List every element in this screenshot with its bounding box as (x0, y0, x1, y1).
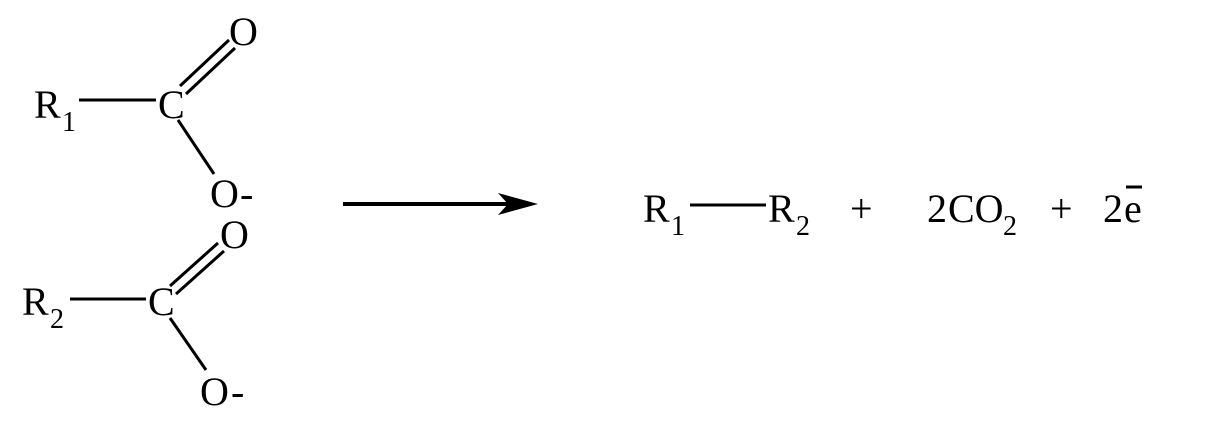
reactant-1-c-o-single-bond (176, 119, 216, 175)
reactant-1-double-bond-b (184, 46, 237, 96)
reactant-1-carbonyl-oxygen: O (229, 9, 258, 54)
reactant-1-carbon: C (158, 82, 185, 127)
co2-subscript: 2 (1003, 211, 1017, 242)
product-r1-subscript: 1 (671, 211, 685, 242)
co2-coefficient: 2 (927, 186, 947, 231)
reactant-2-r-subscript: 2 (50, 304, 64, 335)
product-r2-subscript: 2 (796, 211, 810, 242)
reactant-2-carbonyl-oxygen: O (220, 212, 249, 257)
reactant-1-carboxylate-oxygen: O (210, 171, 239, 216)
plus-sign-1: + (850, 186, 873, 231)
reactant-1-double-bond-a (178, 38, 231, 88)
reactant-1-r-group: R (34, 82, 61, 127)
reactant-2-c-o-single-bond (168, 317, 208, 371)
reactant-1-r-subscript: 1 (62, 107, 76, 138)
reactant-2-carboxylate: R 2 C O O - (22, 212, 249, 414)
plus-sign-2: + (1050, 186, 1073, 231)
reactant-2-carbon: C (148, 279, 175, 324)
product-r1: R (643, 186, 670, 231)
reactant-2-double-bond-a (168, 241, 220, 288)
products: R 1 R 2 + 2 CO 2 + 2 e (643, 185, 1142, 242)
co2-formula: CO (948, 186, 1004, 231)
product-r2: R (768, 186, 795, 231)
reactant-1-carboxylate: R 1 C O O - (34, 9, 258, 216)
reaction-arrow (343, 193, 538, 215)
reactant-1-charge: - (240, 171, 253, 216)
reactant-2-double-bond-b (174, 249, 226, 296)
reactant-2-charge: - (231, 369, 244, 414)
reactant-2-r-group: R (22, 279, 49, 324)
electron-coefficient: 2 (1103, 186, 1123, 231)
electron-symbol: e (1124, 186, 1142, 231)
reactant-2-carboxylate-oxygen: O (200, 369, 229, 414)
reaction-arrow-head (498, 193, 538, 215)
